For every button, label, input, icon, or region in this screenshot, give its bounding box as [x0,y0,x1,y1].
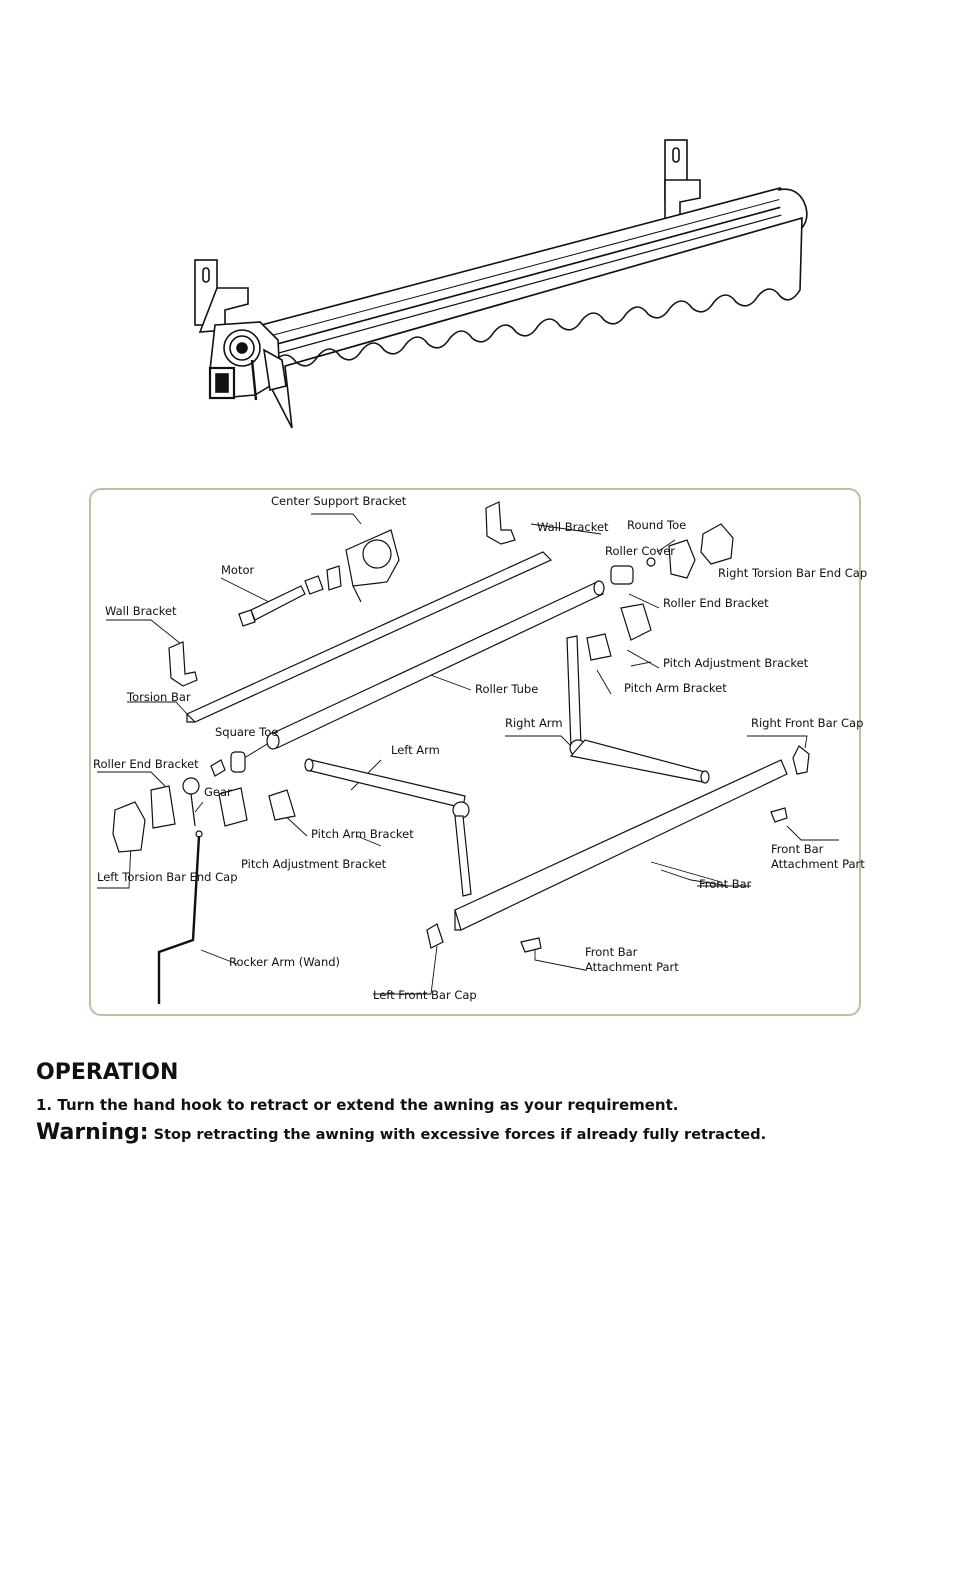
warning-text: Stop retracting the awning with excessiv… [148,1127,767,1143]
label-front-bar-attachment-bottom-line2: Attachment Part [585,960,679,974]
label-right-arm: Right Arm [505,716,563,730]
label-left-torsion-bar-end-cap: Left Torsion Bar End Cap [97,870,238,884]
label-square-toe: Square Toe [215,725,279,739]
label-wall-bracket-left: Wall Bracket [105,604,177,618]
label-left-arm: Left Arm [391,743,440,757]
label-pitch-arm-bracket-left: Pitch Arm Bracket [311,827,414,841]
assembled-awning-illustration [194,139,808,429]
operation-heading: OPERATION [36,1060,179,1085]
label-right-torsion-bar-end-cap: Right Torsion Bar End Cap [718,566,868,580]
label-front-bar-attachment-right-line2: Attachment Part [771,857,865,871]
operation-step-1: 1. Turn the hand hook to retract or exte… [36,1096,679,1114]
label-rocker-arm: Rocker Arm (Wand) [229,955,341,969]
label-motor: Motor [221,563,255,577]
label-front-bar: Front Bar [699,877,752,891]
exploded-parts-diagram: Center Support Bracket Wall Bracket Roun… [89,488,867,1016]
warning-label: Warning: [36,1120,149,1145]
label-pitch-adjustment-bracket-left: Pitch Adjustment Bracket [241,857,387,871]
parts-drawing [97,501,839,1004]
label-right-front-bar-cap: Right Front Bar Cap [751,716,864,730]
label-gear: Gear [204,785,232,799]
label-roller-tube: Roller Tube [475,682,539,696]
label-pitch-arm-bracket-right: Pitch Arm Bracket [624,681,727,695]
label-round-toe: Round Toe [627,518,687,532]
label-left-front-bar-cap: Left Front Bar Cap [373,988,477,1002]
label-front-bar-attachment-right-line1: Front Bar [771,842,824,856]
label-roller-end-bracket-left: Roller End Bracket [93,757,199,771]
label-wall-bracket-top: Wall Bracket [537,520,609,534]
label-front-bar-attachment-bottom-line1: Front Bar [585,945,638,959]
label-roller-end-bracket-right: Roller End Bracket [663,596,769,610]
label-center-support-bracket: Center Support Bracket [271,494,407,508]
label-roller-cover: Roller Cover [605,544,676,558]
label-torsion-bar: Torsion Bar [127,690,191,704]
warning-paragraph: Warning: Stop retracting the awning with… [36,1120,766,1145]
label-pitch-adjustment-bracket-right: Pitch Adjustment Bracket [663,656,809,670]
